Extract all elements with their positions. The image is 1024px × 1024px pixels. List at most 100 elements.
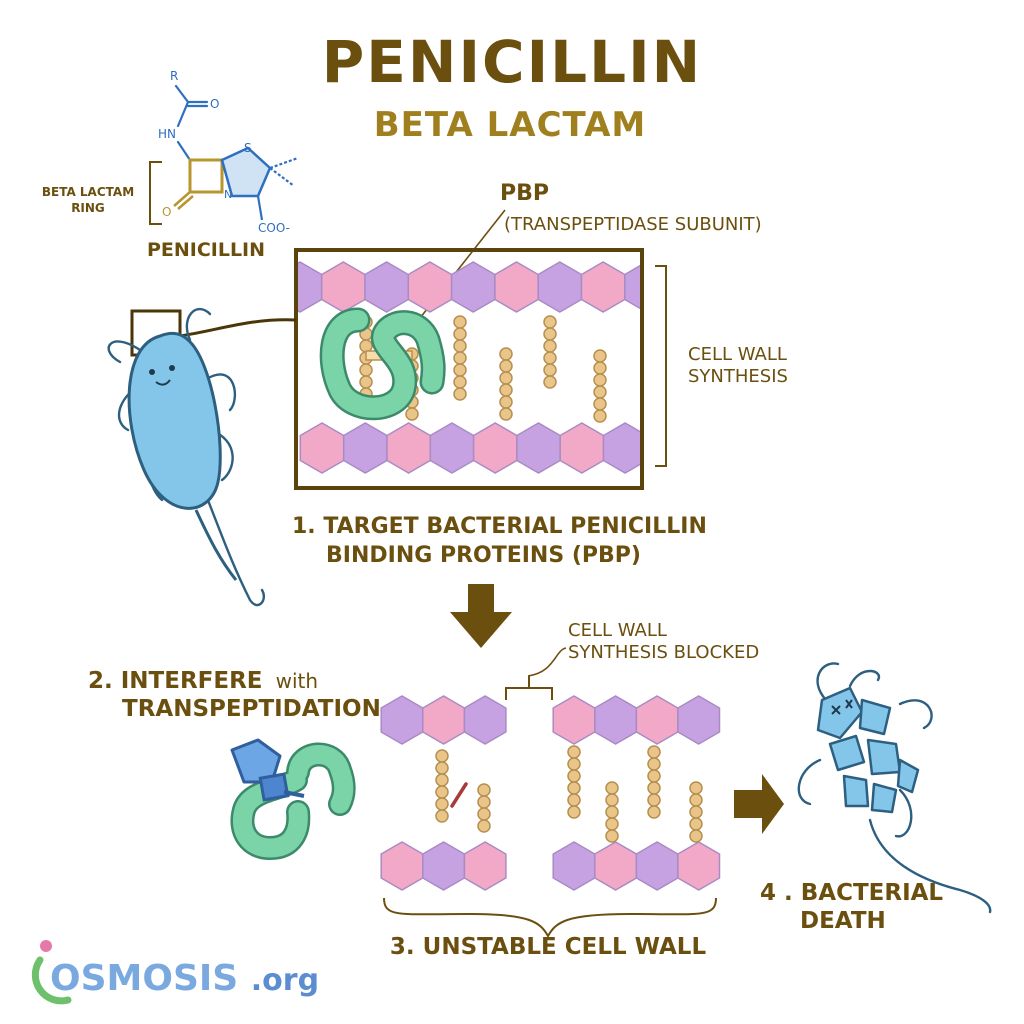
glycan-hexagon — [602, 422, 642, 474]
step2-line1: 2. INTERFERE with — [88, 668, 318, 694]
glycan-hexagon — [429, 422, 475, 474]
glycan-hexagon — [320, 261, 366, 313]
glycan-hexagon — [559, 422, 605, 474]
step2-line2: TRANSPEPTIDATION — [122, 696, 381, 722]
panel1-glycan-top — [296, 261, 642, 313]
peptide-bead — [689, 781, 703, 795]
peptide-bead — [689, 793, 703, 807]
glycan-hexagon — [386, 422, 432, 474]
panel1-content — [296, 261, 690, 474]
peptide-bead — [689, 829, 703, 843]
beta-lactam-square — [188, 158, 224, 194]
peptide-bead — [543, 327, 557, 341]
peptide-bead — [435, 749, 449, 763]
glycan-hexagon — [677, 695, 721, 745]
penicillin-bond-bound — [283, 790, 305, 798]
glycan-hexagon — [647, 423, 690, 473]
zoom-connector — [179, 318, 297, 338]
peptide-bead — [435, 797, 449, 811]
peptide-bead — [567, 805, 581, 819]
peptide-bead — [543, 351, 557, 365]
peptide-bead — [647, 781, 661, 795]
glycan-hexagon — [364, 261, 410, 313]
molecule-amide-nitrogen: HN — [158, 127, 176, 141]
glycan-hexagon — [537, 261, 583, 313]
synthesis-bracket — [655, 265, 667, 467]
glycan-hexagon — [407, 261, 453, 313]
peptide-bead — [543, 339, 557, 353]
page-title: PENICILLIN — [322, 28, 702, 96]
synthesis-label-line1: CELL WALL — [688, 344, 787, 365]
peptide-bead — [647, 769, 661, 783]
glycan-hexagon — [463, 695, 507, 745]
peptide-bead — [593, 409, 607, 423]
molecule-r-group: R — [170, 69, 178, 83]
beta-lactam-carbonyl — [173, 191, 194, 210]
peptide-bead — [499, 347, 513, 361]
pbp-label: PBP — [500, 181, 549, 206]
peptide-bead — [453, 327, 467, 341]
penicillin-molecule-bound — [230, 738, 282, 784]
dead-bacterium-eyes — [831, 699, 853, 715]
peptide-bead — [543, 315, 557, 329]
blocked-label-line2: SYNTHESIS BLOCKED — [568, 642, 759, 663]
glycan-hexagon — [635, 695, 679, 745]
peptide-bead — [477, 783, 491, 797]
peptide-bead — [359, 339, 373, 353]
peptide-bead — [647, 805, 661, 819]
peptide-bead — [499, 407, 513, 421]
glycan-hexagon — [516, 422, 561, 474]
unstable-cell-wall — [380, 695, 721, 891]
bacterium-smile — [155, 379, 171, 386]
glycan-hexagon — [677, 841, 721, 891]
osmosis-logo-swoosh — [31, 956, 72, 1005]
blocked-gap-bracket — [505, 676, 553, 700]
peptide-bead — [435, 785, 449, 799]
glycan-hexagon — [380, 695, 424, 745]
brand-suffix: .org — [251, 963, 319, 998]
peptide-bead — [689, 805, 703, 819]
glycan-hexagon — [594, 695, 638, 745]
peptide-bead — [435, 761, 449, 775]
glycan-hexagon — [552, 841, 596, 891]
peptide-bead — [499, 359, 513, 373]
peptide-bead — [593, 385, 607, 399]
right-arrow — [734, 774, 784, 834]
pbp-enzyme-fill — [322, 310, 444, 418]
blocked-pointer — [527, 647, 567, 677]
peptide-bead — [453, 375, 467, 389]
peptide-bead — [605, 793, 619, 807]
dead-bacterium-fragments — [816, 686, 920, 814]
molecule-side-chain — [174, 84, 209, 162]
pbp-sublabel: (TRANSPEPTIDASE SUBUNIT) — [504, 214, 762, 235]
peptide-bead — [567, 769, 581, 783]
peptide-bead — [543, 375, 557, 389]
molecule-name: PENICILLIN — [147, 239, 265, 261]
broken-crosslink — [450, 782, 468, 808]
glycan-hexagon — [342, 422, 388, 474]
cell-wall-synthesis-panel — [294, 248, 690, 490]
peptide-bead — [605, 829, 619, 843]
glycan-hexagon — [380, 841, 424, 891]
peptide-bead — [567, 757, 581, 771]
peptide-bead — [453, 339, 467, 353]
glycan-hexagon — [635, 841, 679, 891]
molecule-carboxylate: COO- — [258, 221, 290, 235]
step1-line1: 1. TARGET BACTERIAL PENICILLIN — [292, 514, 707, 539]
peptide-bead — [359, 363, 373, 377]
peptide-bead — [605, 805, 619, 819]
step2-bold: 2. INTERFERE — [88, 668, 263, 694]
peptide-bead — [499, 395, 513, 409]
peptide-bead — [453, 387, 467, 401]
peptide-bead — [405, 407, 419, 421]
synthesis-label-line2: SYNTHESIS — [688, 366, 788, 387]
panel3-peptide-chains — [435, 745, 703, 843]
glycan-hexagon — [494, 261, 539, 313]
peptide-bead — [593, 361, 607, 375]
peptide-bead — [689, 817, 703, 831]
penicillin-beta-lactam-bound — [258, 772, 290, 802]
step1-line2: BINDING PROTEINS (PBP) — [326, 543, 641, 568]
molecule-ring-oxygen: O — [162, 205, 171, 219]
dead-bacterium-flagella — [797, 662, 992, 914]
